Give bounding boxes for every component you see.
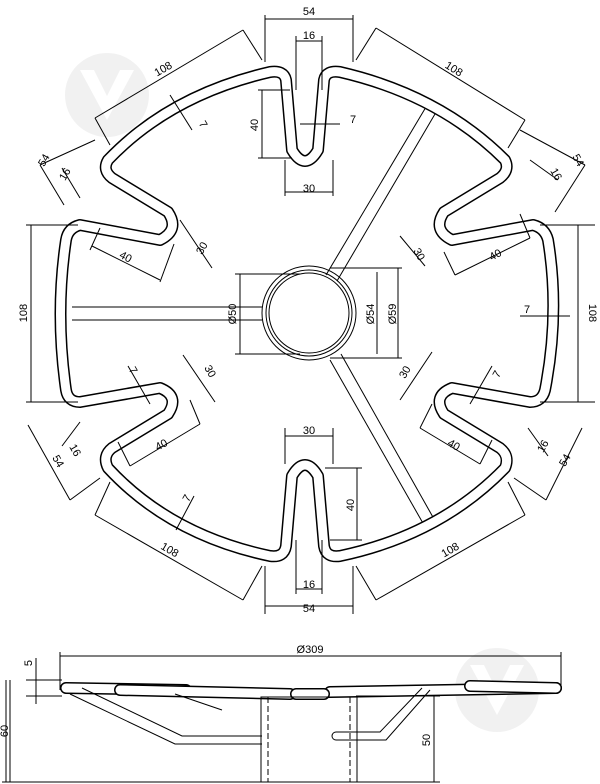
dim-hub-inner: Ø50 [227,304,239,325]
dim-ur-slot: 16 [547,166,564,183]
dim-ll-slot: 16 [66,442,83,459]
dim-bottom-slot: 16 [303,579,315,591]
dimensions-hub: Ø50 Ø54 Ø59 [227,267,402,359]
dim-ll-slot-base: 30 [201,363,218,380]
dim-ul-slot-depth: 40 [117,249,133,265]
dim-lr-slot: 16 [535,438,552,455]
dim-top-slot-depth: 40 [249,119,261,131]
dim-ur-arc: 108 [443,60,465,80]
dimensions-lower-left: 7 30 16 54 40 [27,354,218,501]
dim-ur-slot-depth: 40 [487,247,503,263]
dim-lr-arc: 108 [440,541,462,561]
dim-ll-arc: 108 [159,541,181,561]
central-hub [261,265,357,361]
dim-ul-width: 54 [36,152,53,169]
dimensions-side-heights: 5 60 50 [0,658,440,783]
dimensions-top: 54 16 40 7 30 [249,6,356,196]
dim-ur-slot-base: 30 [410,246,427,263]
dim-top-wire: 7 [350,114,356,126]
spoke-upper-right [325,106,436,282]
dim-lr-slot-base: 30 [397,364,414,381]
dim-top-slot: 16 [303,30,315,42]
side-view: Ø309 [0,644,562,783]
dim-hub-mid: Ø54 [365,304,377,325]
dim-bottom-slot-base: 30 [303,425,315,437]
top-view: 54 16 40 7 30 108 [18,6,598,615]
dimensions-upper-left: 108 7 54 16 40 30 [36,29,263,283]
dimensions-bottom: 30 40 7 16 54 108 [94,425,526,615]
dim-ll-slot-depth: 40 [153,437,169,453]
dim-side-sleeve-height: 50 [421,734,433,746]
spoke-lower-right [329,353,435,526]
side-wires [60,680,562,745]
dim-hub-outer: Ø59 [387,304,399,325]
dim-bottom-slot-depth: 40 [345,499,357,511]
dim-bottom-wire: 7 [181,493,194,504]
side-sleeve [260,696,358,783]
dim-bottom-width: 54 [303,603,315,615]
dim-side-wire-thickness: 5 [23,660,35,666]
dim-ul-arc: 108 [153,60,175,80]
dim-ll-width: 54 [49,453,66,470]
watermark-logo-top [65,53,149,137]
wire-ring [54,65,560,563]
dim-top-width: 54 [303,6,315,18]
dim-ll-wire: 7 [126,365,139,376]
dim-lr-width: 54 [557,452,574,469]
dim-left-chord: 108 [18,304,30,322]
dim-ul-wire: 7 [196,119,209,130]
dim-top-slot-base: 30 [303,183,315,195]
dim-right-wire: 7 [524,304,530,316]
dim-ul-slot: 16 [57,166,74,183]
dim-ur-width: 54 [569,152,586,169]
dimensions-left-right: 108 108 7 [18,224,598,403]
dim-right-chord: 108 [586,304,598,322]
dim-ul-slot-base: 30 [194,240,211,257]
dim-lr-wire: 7 [491,369,504,380]
dimensions-side-diameter: Ø309 [59,644,562,690]
dim-lr-slot-depth: 40 [445,437,462,454]
dim-side-total-height: 60 [0,725,11,737]
dim-side-diameter: Ø309 [297,644,324,656]
dimensions-lower-right: 30 7 40 16 54 [397,351,583,501]
spoke-left [72,306,262,321]
